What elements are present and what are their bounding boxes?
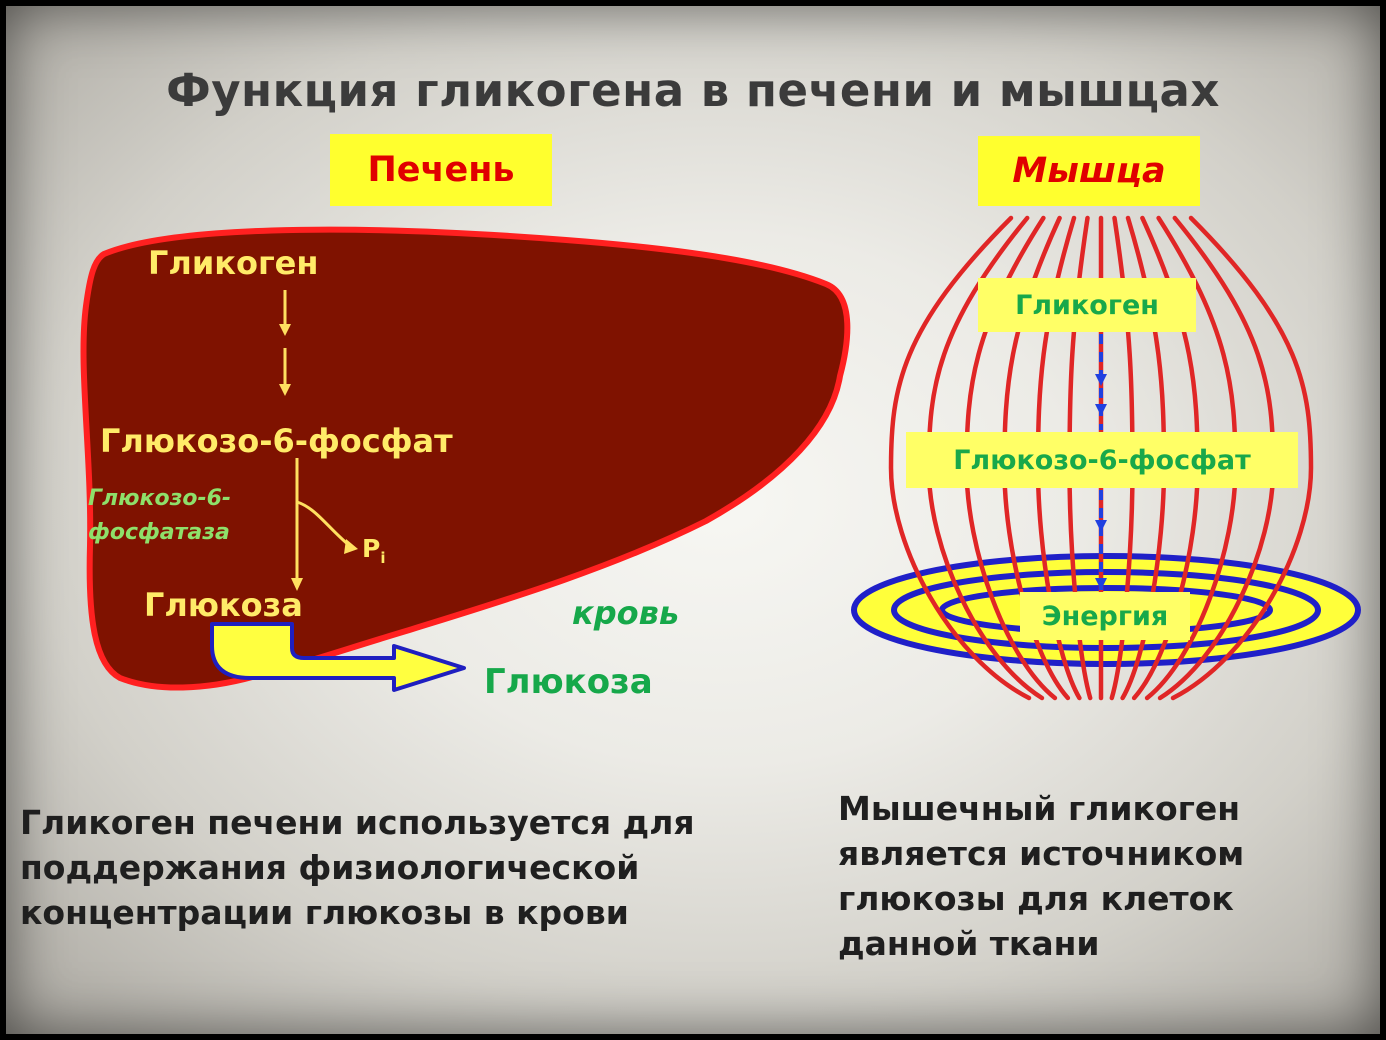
enzyme-line-2: фосфатаза — [88, 520, 230, 545]
phosphate-symbol: P — [362, 534, 381, 563]
muscle-caption-line: глюкозы для клеток — [838, 879, 1234, 918]
liver-glycogen-label: Гликоген — [148, 244, 319, 282]
liver-caption-line: Гликоген печени используется для — [20, 803, 695, 842]
muscle-caption-line: данной ткани — [838, 924, 1100, 963]
muscle-header: Мышца — [978, 136, 1200, 206]
phosphate-subscript: i — [380, 549, 386, 567]
muscle-g6p-box: Глюкозо-6-фосфат — [906, 432, 1298, 488]
glucose-export-arrow — [210, 622, 466, 692]
phosphate-label: Pi — [362, 534, 385, 567]
liver-header: Печень — [330, 134, 552, 206]
blood-label: кровь — [572, 594, 680, 632]
liver-caption-line: поддержания физиологической — [20, 848, 640, 887]
muscle-pathway-arrows — [1095, 334, 1107, 590]
muscle-energy-box: Энергия — [1020, 592, 1190, 640]
liver-arrowheads — [279, 324, 358, 591]
muscle-caption: Мышечный гликоген является источником гл… — [838, 786, 1358, 966]
liver-caption: Гликоген печени используется для поддерж… — [20, 800, 740, 935]
liver-caption-line: концентрации глюкозы в крови — [20, 893, 629, 932]
liver-shape — [80, 226, 851, 691]
muscle-fiber — [1170, 215, 1314, 701]
page-title: Функция гликогена в печени и мышцах — [166, 64, 1220, 117]
enzyme-line-1: Глюкозо-6- — [88, 486, 232, 511]
liver-pathway-arrows — [283, 290, 351, 584]
liver-enzyme-label: Глюкозо-6- фосфатаза — [88, 482, 231, 550]
muscle-glycogen-box: Гликоген — [978, 278, 1196, 332]
liver-glucose-label: Глюкоза — [144, 586, 303, 624]
muscle-fiber — [888, 215, 1032, 701]
slide: Функция гликогена в печени и мышцах — [6, 6, 1380, 1034]
blood-glucose-label: Глюкоза — [484, 662, 653, 702]
arrow-pi-branch — [296, 500, 351, 548]
muscle-caption-line: является источником — [838, 834, 1245, 873]
liver-g6p-label: Глюкозо-6-фосфат — [100, 422, 453, 460]
muscle-caption-line: Мышечный гликоген — [838, 789, 1241, 828]
